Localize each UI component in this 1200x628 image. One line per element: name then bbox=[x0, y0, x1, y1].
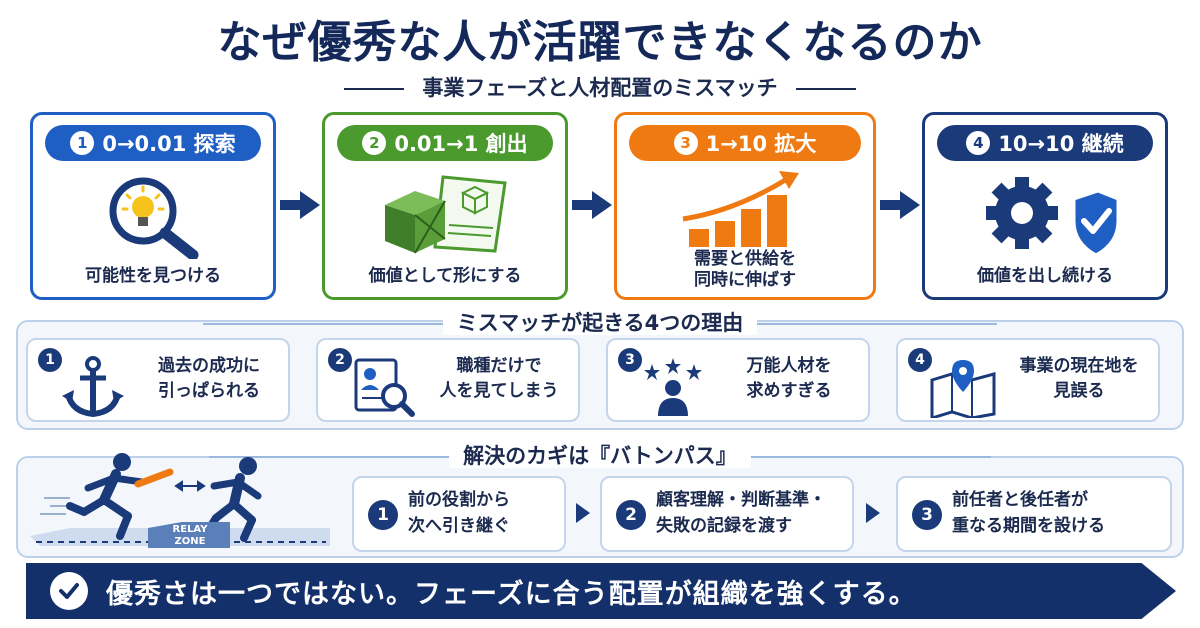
page-title: なぜ優秀な人が活躍できなくなるのか bbox=[217, 17, 983, 68]
phase-number-1: 1 bbox=[70, 131, 95, 155]
check-circle-icon bbox=[50, 572, 88, 610]
reason-line2-4: 見誤る bbox=[1053, 380, 1105, 401]
solution-title: 解決のカギは『バトンパス』 bbox=[0, 440, 1200, 470]
subtitle-divider-right bbox=[795, 88, 856, 90]
solution-divider-left bbox=[209, 456, 450, 458]
phase-pill-4: 4 10→10 継続 bbox=[937, 125, 1153, 161]
phase-arrow-shaft-1 bbox=[280, 200, 302, 210]
phase-card-1: 1 0→0.01 探索 可能性を見つける bbox=[30, 112, 276, 300]
relay-zone-line2: ZONE bbox=[174, 535, 206, 547]
phase-label-3: 1→10 拡大 bbox=[705, 132, 817, 156]
step-card-3: 3 前任者と後任者が 重なる期間を設ける bbox=[896, 476, 1172, 552]
reason-number-1: 1 bbox=[38, 348, 62, 372]
reason-card-2: 2 職種だけで 人を見てしまう bbox=[316, 338, 580, 422]
phase-caption-3: 需要と供給を 同時に伸ばす bbox=[694, 248, 796, 290]
reason-line2-1: 引っぱられる bbox=[158, 380, 260, 401]
step-text-1: 前の役割から 次へ引き継ぐ bbox=[408, 488, 556, 539]
reason-line2-3: 求めすぎる bbox=[746, 380, 832, 401]
step-arrow-2 bbox=[866, 503, 880, 523]
reason-card-3: 3 万能人材を 求めすぎる bbox=[606, 338, 870, 422]
step-card-1: 1 前の役割から 次へ引き継ぐ bbox=[352, 476, 566, 552]
reason-text-3: 万能人材を 求めすぎる bbox=[718, 354, 860, 403]
reason-number-3: 3 bbox=[618, 348, 642, 372]
step-line2-3: 重なる期間を設ける bbox=[952, 515, 1105, 536]
subtitle-divider-left bbox=[344, 88, 405, 90]
step-line2-1: 次へ引き継ぐ bbox=[408, 515, 510, 536]
reason-line2-2: 人を見てしまう bbox=[439, 380, 559, 401]
cube-blueprint-icon bbox=[325, 171, 565, 259]
relay-zone-label: RELAY ZONE bbox=[154, 524, 226, 547]
reason-line1-4: 事業の現在地を bbox=[1019, 356, 1139, 376]
phase-card-3: 3 1→10 拡大 需要と供給を 同時に伸ばす bbox=[614, 112, 876, 300]
growth-chart-icon bbox=[617, 167, 873, 251]
reason-number-2: 2 bbox=[328, 348, 352, 372]
gear-shield-icon bbox=[925, 171, 1165, 259]
step-text-3: 前任者と後任者が 重なる期間を設ける bbox=[952, 488, 1162, 539]
reason-card-1: 1 過去の成功に 引っぱられる bbox=[26, 338, 290, 422]
phase-label-4: 10→10 継続 bbox=[998, 132, 1124, 156]
reason-text-4: 事業の現在地を 見誤る bbox=[1008, 354, 1150, 403]
phase-label-2: 0.01→1 創出 bbox=[394, 132, 528, 156]
phase-label-1: 0→0.01 探索 bbox=[102, 132, 236, 156]
reasons-divider-right bbox=[757, 323, 998, 325]
step-line1-2: 顧客理解・判断基準・ bbox=[656, 490, 826, 510]
step-number-3: 3 bbox=[912, 500, 942, 530]
phase-caption-1: 可能性を見つける bbox=[85, 265, 221, 286]
reason-number-4: 4 bbox=[908, 348, 932, 372]
step-arrow-1 bbox=[576, 503, 590, 523]
phase-arrow-shaft-2 bbox=[572, 200, 594, 210]
relay-zone-line1: RELAY bbox=[172, 524, 208, 535]
reason-text-1: 過去の成功に 引っぱられる bbox=[138, 354, 280, 403]
solution-title-text: 解決のカギは『バトンパス』 bbox=[449, 444, 751, 468]
phase-arrow-3 bbox=[900, 191, 920, 219]
step-line1-3: 前任者と後任者が bbox=[952, 490, 1088, 510]
reason-line1-2: 職種だけで bbox=[456, 356, 542, 376]
phase-pill-2: 2 0.01→1 創出 bbox=[337, 125, 553, 161]
magnifier-bulb-icon bbox=[33, 171, 273, 259]
phase-number-4: 4 bbox=[966, 131, 991, 155]
phase-card-2: 2 0.01→1 創出 価値として形にする bbox=[322, 112, 568, 300]
phase-card-4: 4 10→10 継続 価値を出し続ける bbox=[922, 112, 1168, 300]
phase-caption-4: 価値を出し続ける bbox=[977, 265, 1113, 286]
page-subtitle: 事業フェーズと人材配置のミスマッチ bbox=[0, 72, 1200, 102]
conclusion-text: 優秀さは一つではない。フェーズに合う配置が組織を強くする。 bbox=[106, 578, 917, 610]
anchor-icon bbox=[58, 356, 128, 418]
step-card-2: 2 顧客理解・判断基準・ 失敗の記録を渡す bbox=[600, 476, 854, 552]
map-pin-icon bbox=[928, 356, 998, 421]
reason-card-4: 4 事業の現在地を 見誤る bbox=[896, 338, 1160, 422]
step-text-2: 顧客理解・判断基準・ 失敗の記録を渡す bbox=[656, 488, 844, 539]
phase-pill-1: 1 0→0.01 探索 bbox=[45, 125, 261, 161]
step-number-2: 2 bbox=[616, 500, 646, 530]
resume-search-icon bbox=[348, 356, 418, 418]
subtitle-text: 事業フェーズと人材配置のミスマッチ bbox=[422, 76, 778, 100]
reasons-divider-left bbox=[202, 323, 443, 325]
phase-arrow-shaft-3 bbox=[880, 200, 902, 210]
step-line2-2: 失敗の記録を渡す bbox=[656, 515, 792, 536]
reasons-title: ミスマッチが起きる4つの理由 bbox=[0, 307, 1200, 337]
step-line1-1: 前の役割から bbox=[408, 490, 510, 510]
phase-pill-3: 3 1→10 拡大 bbox=[629, 125, 861, 161]
reason-text-2: 職種だけで 人を見てしまう bbox=[428, 354, 570, 403]
phase-number-3: 3 bbox=[673, 131, 698, 155]
phase-caption-2: 価値として形にする bbox=[368, 265, 522, 286]
phase-number-2: 2 bbox=[362, 131, 387, 155]
conclusion-banner: 優秀さは一つではない。フェーズに合う配置が組織を強くする。 bbox=[26, 563, 1176, 619]
reason-line1-1: 過去の成功に bbox=[158, 356, 260, 376]
solution-divider-right bbox=[750, 456, 991, 458]
step-number-1: 1 bbox=[368, 500, 398, 530]
phase-arrow-1 bbox=[300, 191, 320, 219]
reasons-title-text: ミスマッチが起きる4つの理由 bbox=[442, 311, 758, 335]
reason-line1-3: 万能人材を bbox=[746, 356, 832, 376]
person-stars-icon bbox=[638, 356, 708, 418]
phase-arrow-2 bbox=[592, 191, 612, 219]
baton-relay-illustration: RELAY ZONE bbox=[30, 452, 330, 552]
